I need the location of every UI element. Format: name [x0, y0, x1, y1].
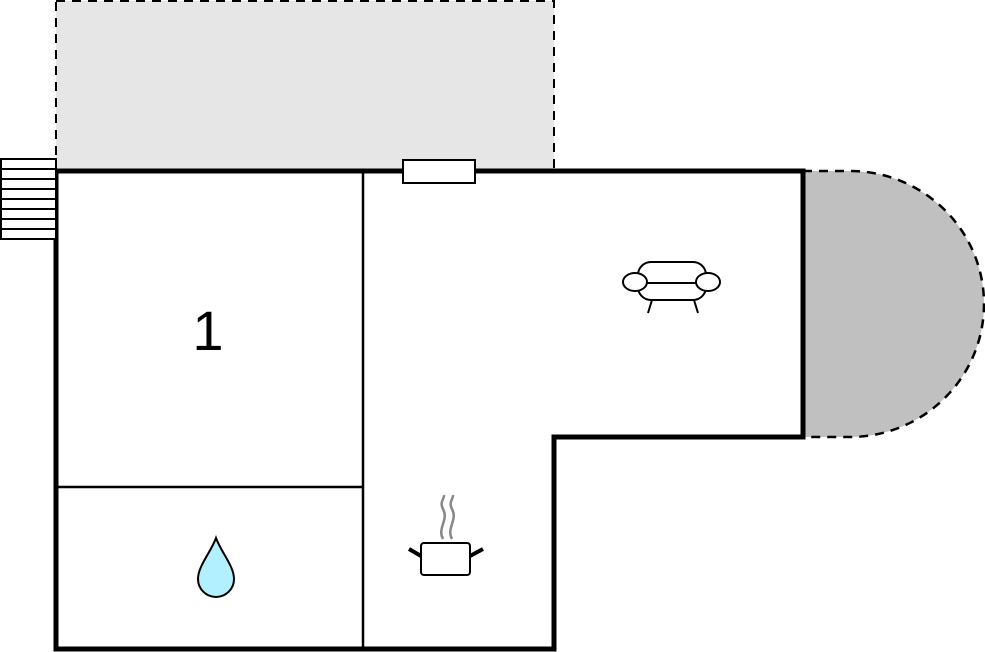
stairs — [0, 158, 57, 240]
cooking-pot-icon — [407, 494, 484, 576]
window — [402, 159, 476, 184]
terrace-area — [55, 0, 555, 173]
room-label-bedroom: 1 — [192, 299, 223, 362]
semicircular-terrace — [803, 169, 985, 439]
water-drop-icon — [196, 535, 236, 598]
building-outline — [53, 168, 806, 652]
sofa-icon — [622, 261, 721, 314]
